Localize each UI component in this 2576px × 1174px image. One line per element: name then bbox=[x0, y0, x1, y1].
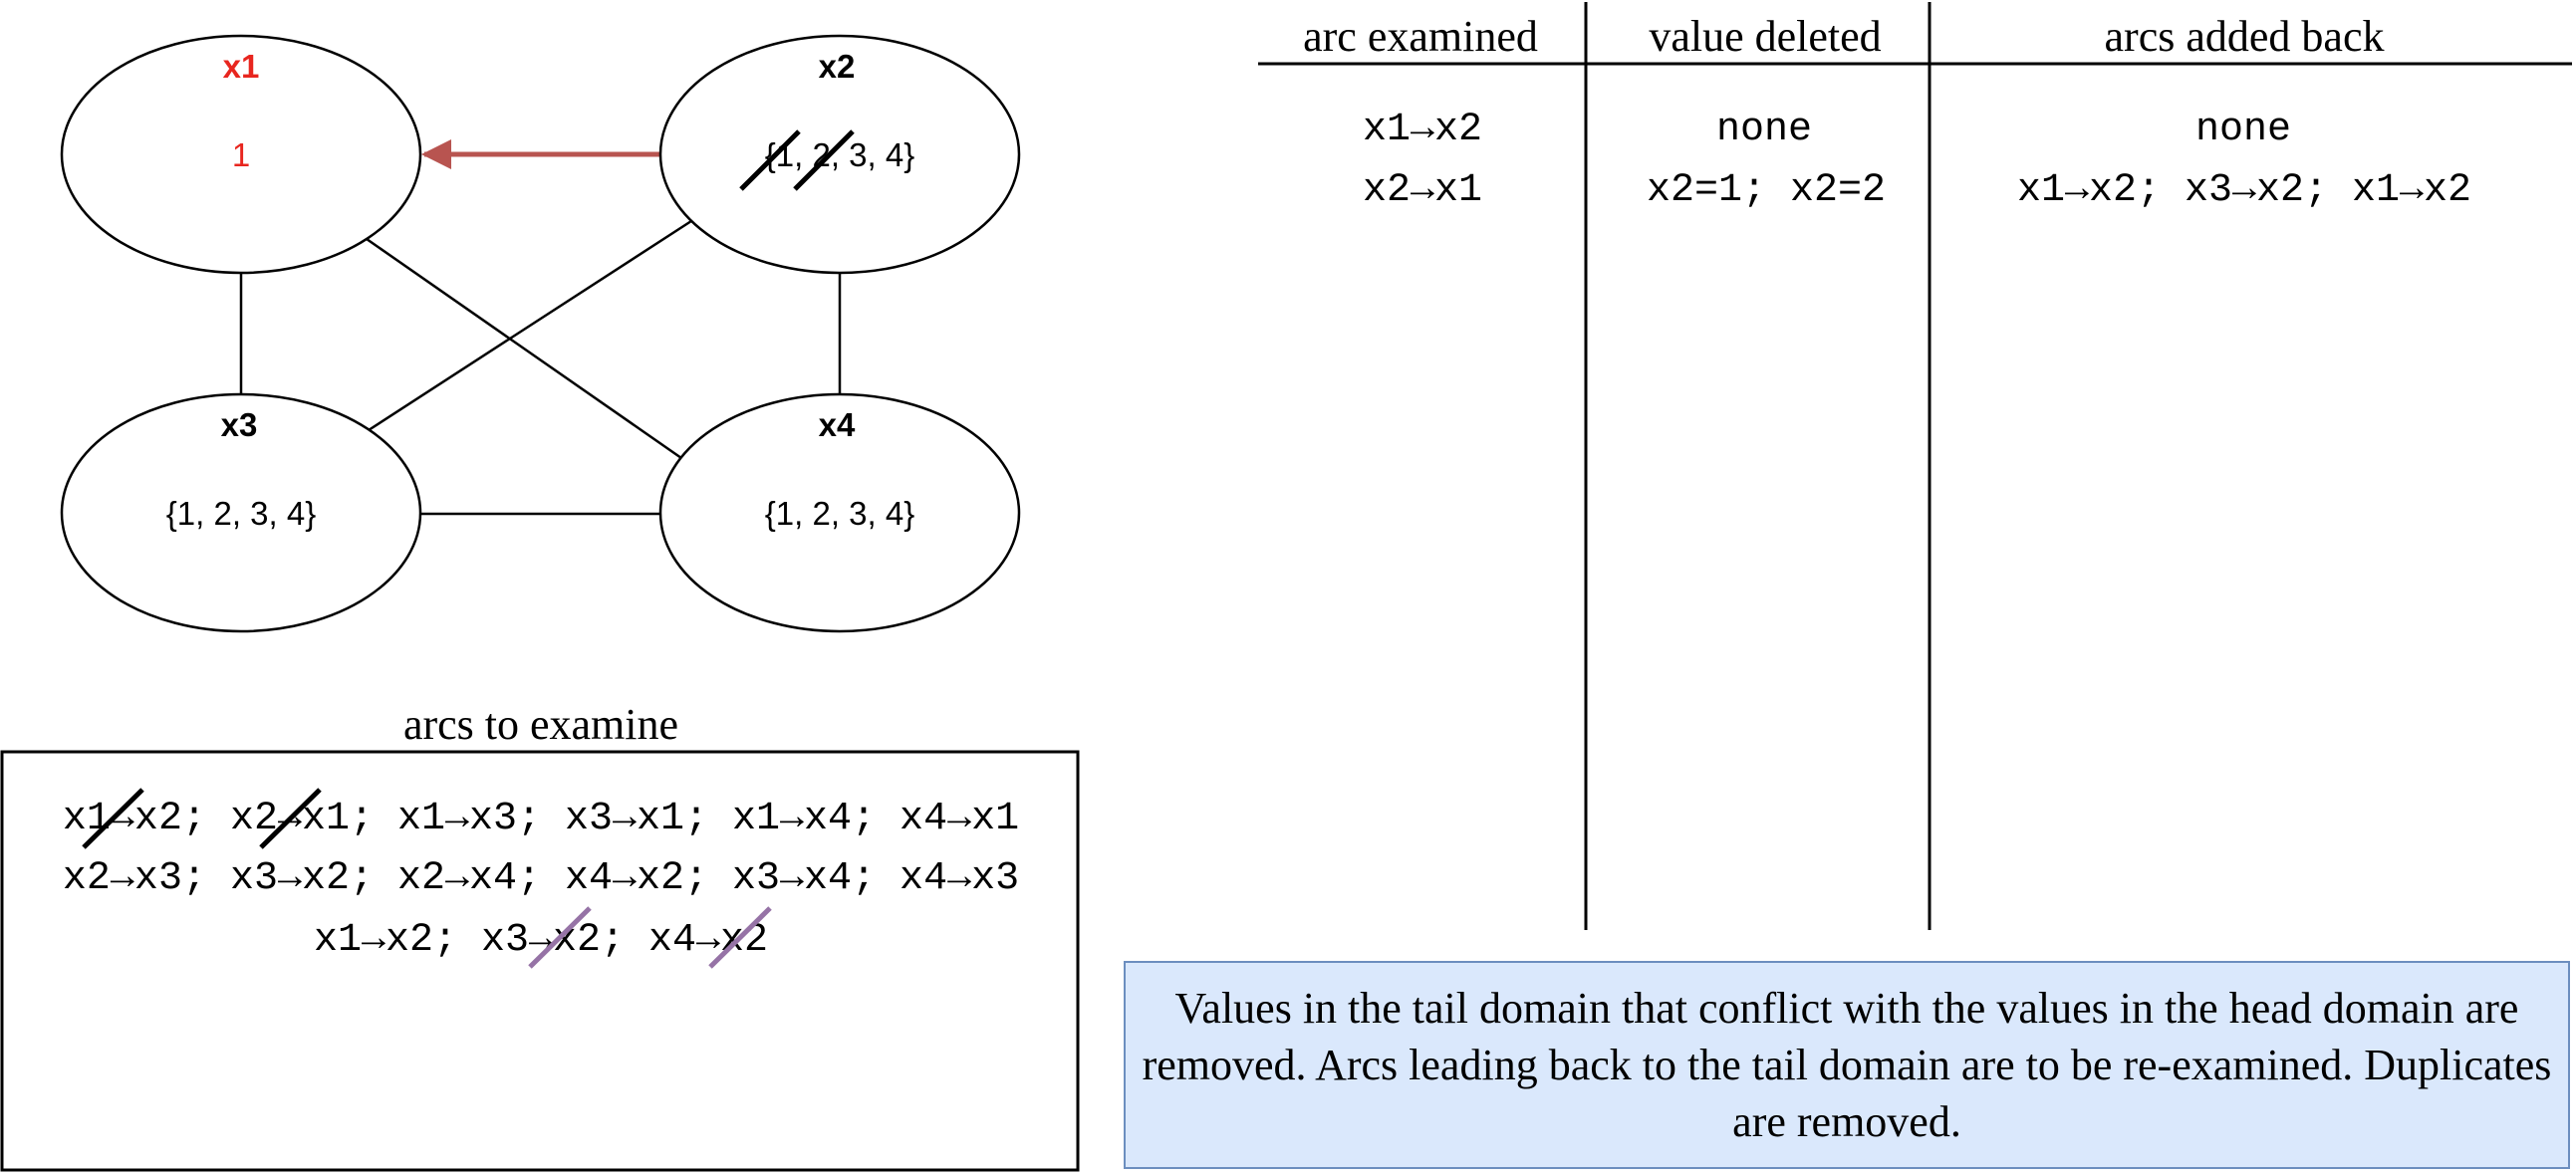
queue-title: arcs to examine bbox=[403, 700, 678, 749]
edge-x1-x4 bbox=[366, 237, 682, 460]
strike-value-1 bbox=[739, 129, 801, 191]
table-header-arc-examined: arc examined bbox=[1303, 12, 1538, 61]
trace-table: arc examined value deleted arcs added ba… bbox=[1258, 2, 2572, 930]
explanation-note: Values in the tail domain that conflict … bbox=[1124, 961, 2570, 1169]
table-header-arcs-added-back: arcs added back bbox=[2105, 12, 2385, 61]
node-x3-label: x3 bbox=[221, 406, 258, 443]
strike-arc-x2-x1 bbox=[259, 788, 322, 849]
node-x4-domain: {1, 2, 3, 4} bbox=[765, 495, 914, 532]
node-x3-domain: {1, 2, 3, 4} bbox=[166, 495, 316, 532]
queue-box bbox=[0, 750, 1080, 1172]
table-row-1-deleted: none bbox=[1716, 108, 1812, 152]
edge-x2-x3 bbox=[368, 219, 692, 432]
table-row-2-added: x1→x2; x3→x2; x1→x2 bbox=[2017, 168, 2471, 213]
node-x1-label: x1 bbox=[223, 48, 260, 85]
strike-arc-x3-x2 bbox=[528, 906, 592, 969]
queue-line-1: x1→x2; x2→x1; x1→x3; x3→x1; x1→x4; x4→x1 bbox=[63, 797, 1019, 841]
node-x4-label: x4 bbox=[819, 406, 856, 443]
node-x1-domain: 1 bbox=[232, 136, 250, 173]
strike-arc-x4-x2 bbox=[708, 906, 772, 969]
node-x2-label: x2 bbox=[819, 48, 856, 85]
constraint-edges bbox=[239, 219, 842, 516]
table-row-2-arc: x2→x1 bbox=[1363, 168, 1482, 213]
table-header-value-deleted: value deleted bbox=[1649, 12, 1881, 61]
node-x1: x1 1 bbox=[60, 34, 422, 275]
node-x3: x3 {1, 2, 3, 4} bbox=[60, 392, 422, 633]
strike-arc-x1-x2 bbox=[82, 788, 144, 849]
node-x4: x4 {1, 2, 3, 4} bbox=[658, 392, 1021, 633]
table-row-1-added: none bbox=[2195, 108, 2291, 152]
strike-value-2 bbox=[793, 129, 855, 191]
table-row-1-arc: x1→x2 bbox=[1363, 108, 1482, 152]
table-row-2-deleted: x2=1; x2=2 bbox=[1647, 168, 1886, 213]
node-x2: x2 {1, 2, 3, 4} bbox=[658, 34, 1021, 275]
queue-line-2: x2→x3; x3→x2; x2→x4; x4→x2; x3→x4; x4→x3 bbox=[63, 856, 1019, 901]
